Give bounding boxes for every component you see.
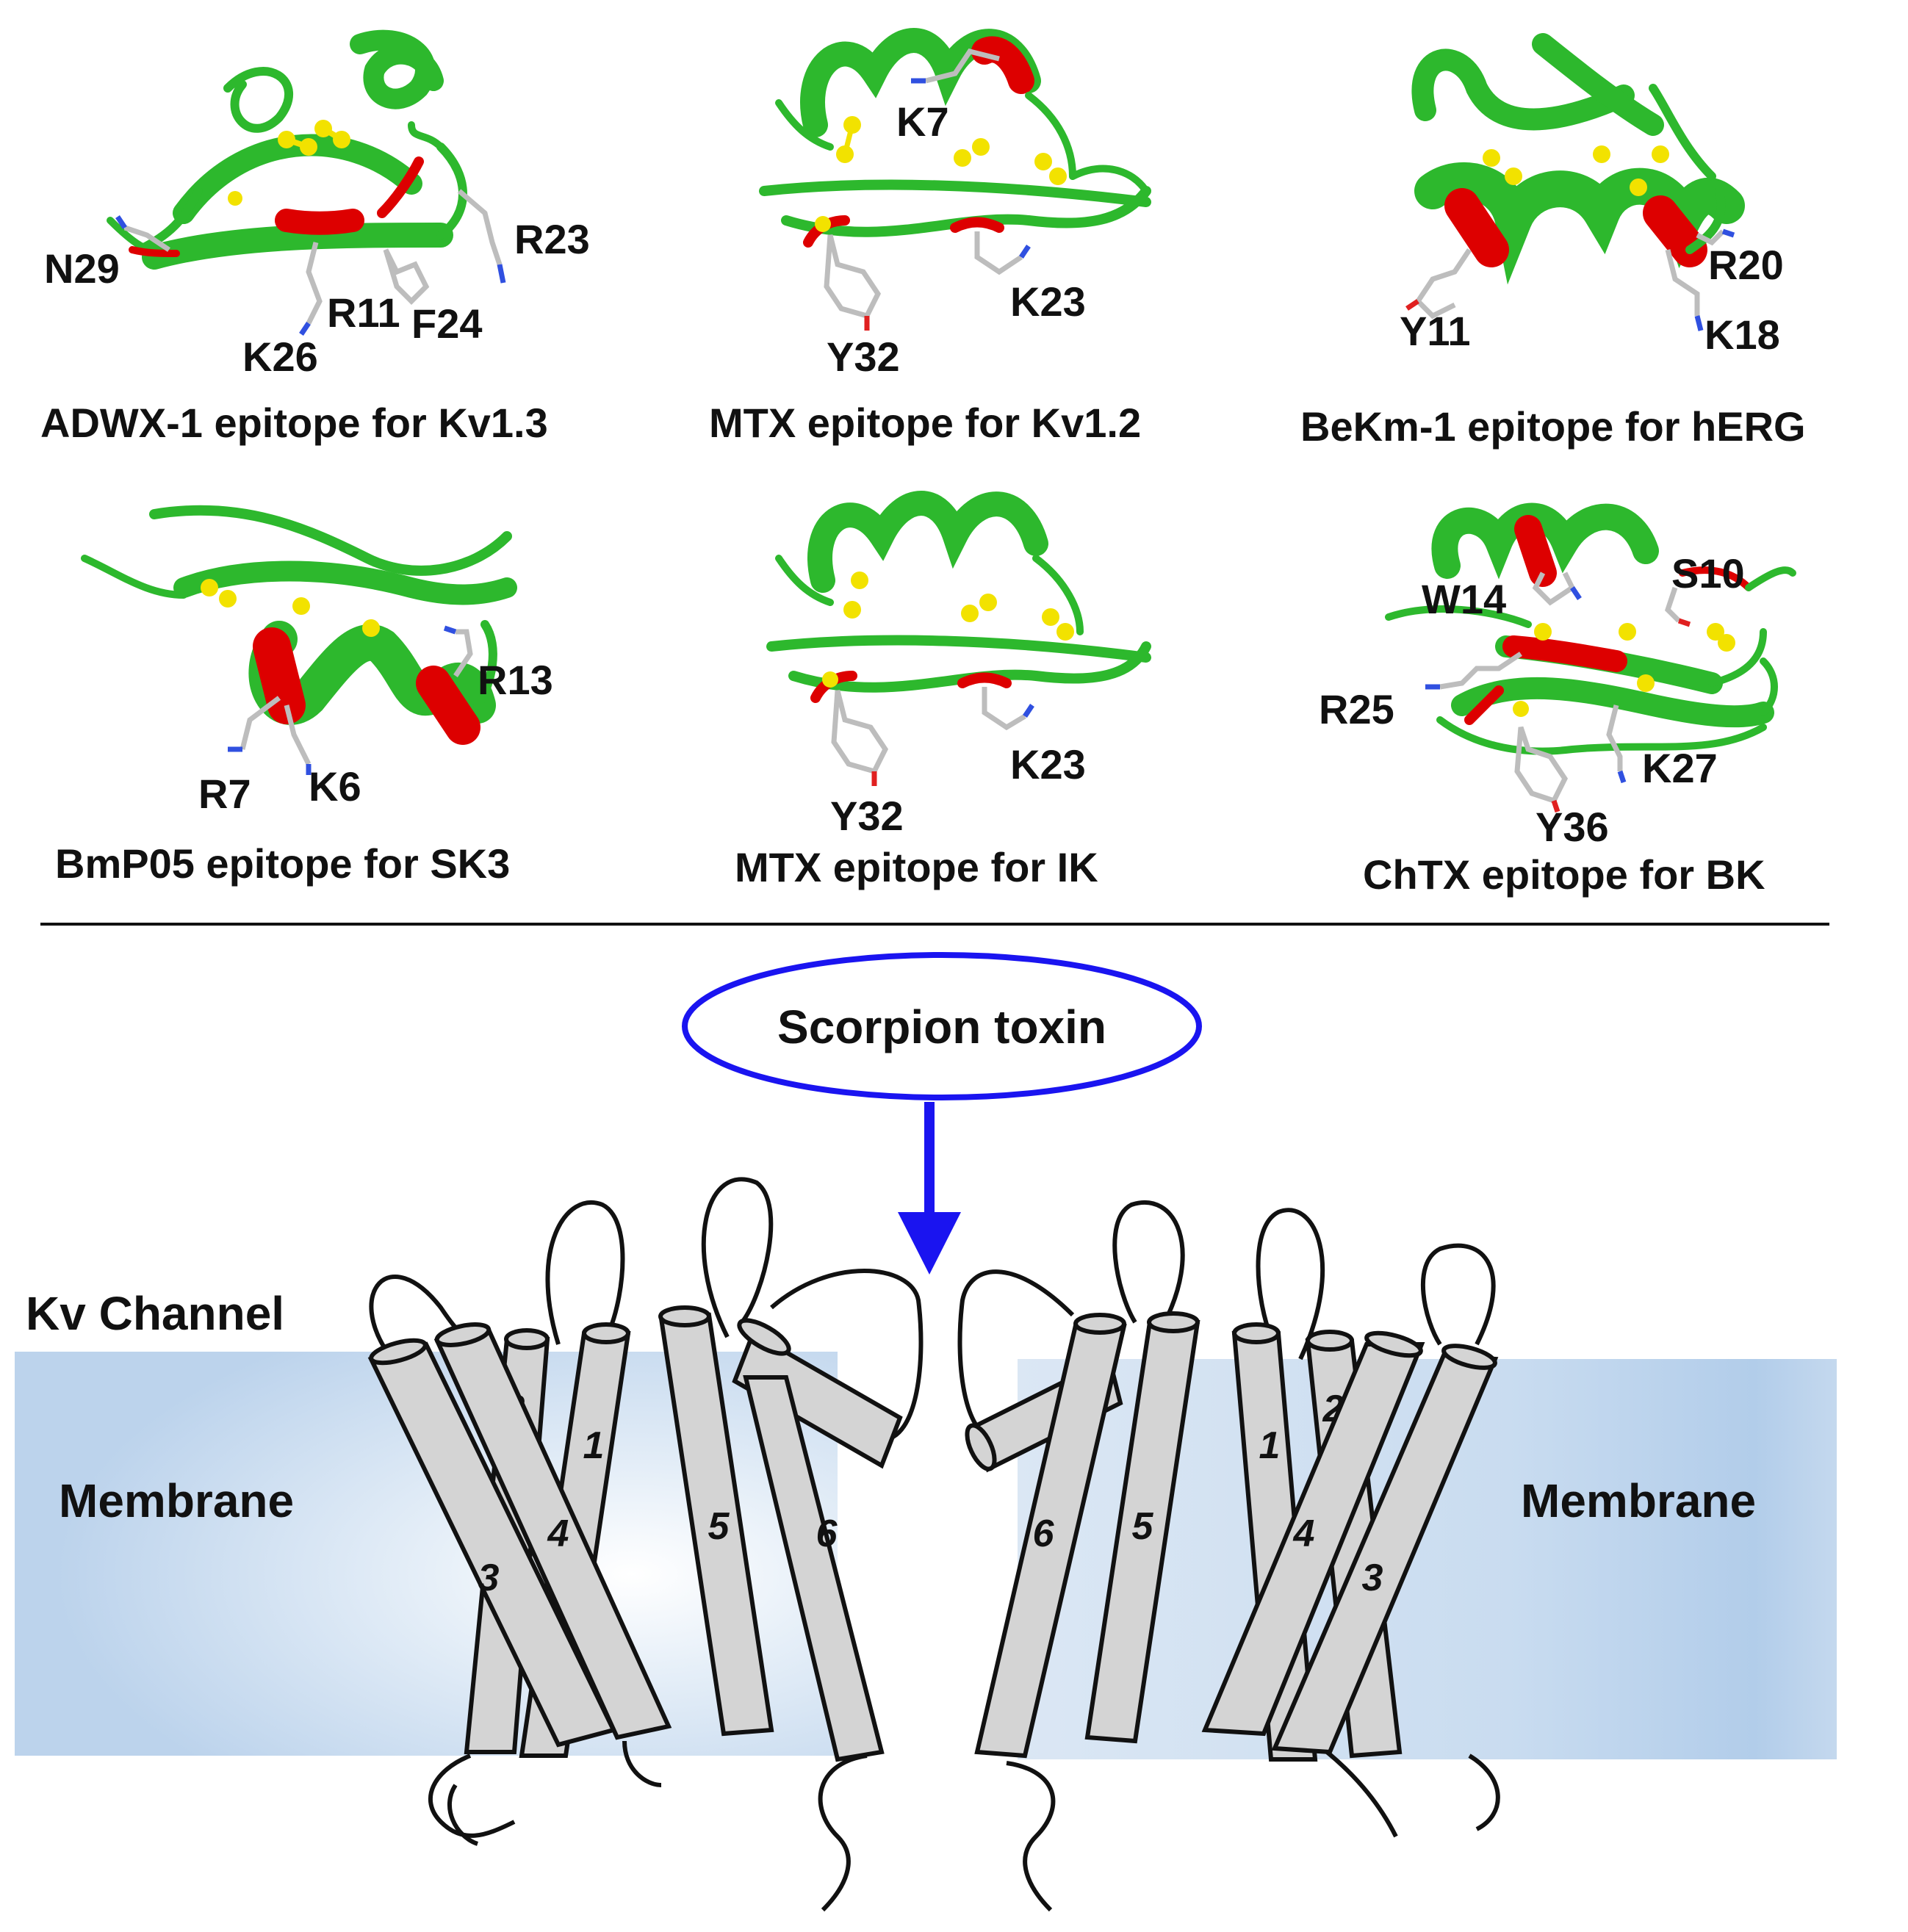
residue-label: Y11: [1400, 308, 1471, 354]
residue-label: K18: [1704, 311, 1780, 358]
panel-caption: MTX epitope for Kv1.2: [709, 400, 1141, 446]
residue-label: R11: [327, 289, 400, 336]
side-chains: [228, 625, 473, 775]
tm-segment-3-left: 3: [367, 1338, 617, 1748]
residue-label: R20: [1708, 242, 1784, 288]
residue-label: K6: [309, 763, 361, 810]
side-chains: [115, 189, 506, 336]
panel-adwx1: N29 R23 R11 F24 K26 ADWX-1 epitope for K…: [40, 29, 590, 446]
segment-number: 5: [708, 1505, 730, 1548]
disulfide-bonds: [1513, 623, 1735, 717]
side-chains: [1425, 572, 1691, 813]
residue-label: R23: [514, 216, 590, 262]
disulfide-bonds: [815, 116, 1067, 232]
disulfide-bonds: [228, 120, 350, 206]
channel-label: Kv Channel: [26, 1287, 284, 1340]
protein-structure: [766, 491, 1151, 703]
residue-label: K23: [1010, 278, 1086, 325]
residue-label: F24: [411, 300, 483, 347]
residue-label: K27: [1642, 745, 1718, 791]
residue-label: N29: [44, 245, 120, 292]
residue-label: R7: [198, 771, 251, 817]
residue-label: W14: [1422, 576, 1506, 622]
tm-segment-6-right: 6: [974, 1313, 1127, 1759]
residue-label: R13: [478, 657, 553, 703]
segment-number: 3: [1362, 1557, 1383, 1599]
segment-number: 1: [583, 1424, 605, 1467]
loops-right: [957, 1200, 1500, 1912]
toxin-label: Scorpion toxin: [777, 1001, 1106, 1053]
membrane-label-left: Membrane: [59, 1474, 294, 1527]
segment-number: 4: [547, 1513, 569, 1555]
panel-caption: MTX epitope for IK: [735, 844, 1098, 890]
panel-mtx-ik: K23 Y32 MTX epitope for IK: [735, 491, 1151, 890]
panel-caption: BmP05 epitope for SK3: [55, 840, 510, 887]
membrane-label-right: Membrane: [1521, 1474, 1756, 1527]
residue-label: K23: [1010, 741, 1086, 787]
tm-segment-6-left: 6: [743, 1375, 885, 1762]
protein-structure: [107, 29, 467, 270]
toxin-ellipse: [682, 952, 1202, 1100]
residue-label: K26: [242, 334, 318, 380]
panel-chtx: S10 W14 R25 K27 Y36 ChTX epitope for BK: [1319, 502, 1796, 898]
tm-segment-3-right: 3: [1271, 1344, 1499, 1755]
tm-segment-4-left: 4: [433, 1322, 672, 1740]
residue-label: R25: [1319, 686, 1394, 732]
residue-label: Y32: [830, 793, 904, 839]
side-chains: [1405, 228, 1735, 331]
tm-segment-5-right: 5: [1084, 1311, 1200, 1744]
segment-number: 6: [1033, 1513, 1055, 1555]
residue-label: Y32: [827, 334, 900, 380]
disulfide-bonds: [822, 572, 1074, 688]
segment-number: 6: [816, 1513, 838, 1555]
panel-caption: BeKm-1 epitope for hERG: [1300, 403, 1806, 450]
tm-pore-helix-left: [732, 1318, 903, 1469]
tm-segment-4-right: 4: [1201, 1330, 1425, 1737]
channel-diagram: Scorpion toxin Kv Channel Membrane Membr…: [15, 952, 1837, 1912]
disulfide-bonds: [201, 579, 380, 637]
protein-structure: [1411, 33, 1745, 285]
side-chains: [831, 687, 1034, 786]
toxin-arrow-head: [898, 1212, 961, 1275]
residue-label: Y36: [1536, 804, 1609, 850]
segment-number: 5: [1132, 1505, 1154, 1548]
segment-number: 1: [1259, 1424, 1281, 1467]
disulfide-bonds: [1483, 145, 1669, 196]
panel-caption: ChTX epitope for BK: [1363, 851, 1765, 898]
segment-number: 4: [1293, 1513, 1315, 1555]
residue-label: S10: [1671, 550, 1745, 596]
panel-caption: ADWX-1 epitope for Kv1.3: [40, 400, 548, 446]
protein-structure: [81, 505, 517, 745]
panel-mtx-kv12: K7 K23 Y32 MTX epitope for Kv1.2: [709, 28, 1151, 446]
side-chains: [824, 48, 1031, 331]
protein-structure: [1385, 502, 1796, 755]
tm-segment-5-left: 5: [658, 1305, 774, 1737]
residue-label: K7: [896, 98, 949, 145]
segment-number: 3: [478, 1557, 500, 1599]
panel-bekm1: R20 Y11 K18 BeKm-1 epitope for hERG: [1300, 33, 1806, 450]
panel-bmp05: R13 R7 K6 BmP05 epitope for SK3: [55, 505, 553, 887]
